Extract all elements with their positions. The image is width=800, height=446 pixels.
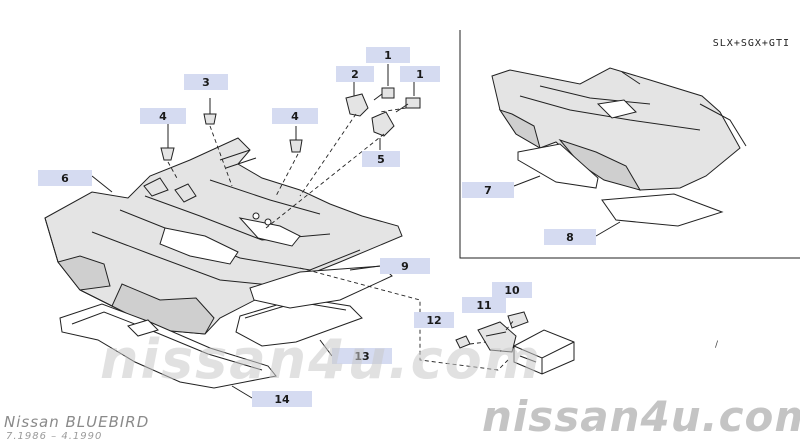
inset-mat-7 <box>517 143 599 189</box>
callout-8[interactable]: 8 <box>544 229 596 245</box>
callout-4-left[interactable]: 4 <box>140 108 186 124</box>
callout-10[interactable]: 10 <box>492 282 532 298</box>
callout-7[interactable]: 7 <box>462 182 514 198</box>
inset-floor-carpet <box>491 67 747 191</box>
callout-1-upper[interactable]: 1 <box>366 47 410 63</box>
callout-2[interactable]: 2 <box>336 66 374 82</box>
callout-4-right[interactable]: 4 <box>272 108 318 124</box>
callout-13[interactable]: 13 <box>332 348 392 364</box>
inset-frame <box>459 30 800 259</box>
bolt-1-lower <box>395 80 421 113</box>
production-dates: 7.1986 – 4.1990 <box>6 431 103 442</box>
callout-6[interactable]: 6 <box>38 170 92 186</box>
callout-12[interactable]: 12 <box>414 312 454 328</box>
small-mark: / <box>715 340 719 350</box>
variant-label: SLX+SGX+GTI <box>712 38 790 49</box>
callout-3[interactable]: 3 <box>184 74 228 90</box>
inset-mat-8 <box>601 193 724 227</box>
floor-mat-9 <box>249 265 393 309</box>
bracket-2 <box>345 82 369 117</box>
bolt-1-upper <box>373 64 395 101</box>
model-name: Nissan BLUEBIRD <box>4 413 150 431</box>
watermark-footer: nissan4u.com <box>482 392 800 441</box>
clip-4-left <box>160 124 175 161</box>
callout-14[interactable]: 14 <box>252 391 312 407</box>
front-floor-mat <box>59 303 277 389</box>
clip-4-right <box>289 126 303 153</box>
callout-9[interactable]: 9 <box>380 258 430 274</box>
callout-11[interactable]: 11 <box>462 297 506 313</box>
front-floor-carpet-main <box>44 137 403 335</box>
clip-10 <box>507 311 529 329</box>
control-unit-box <box>513 329 575 375</box>
bracket-5 <box>371 111 395 150</box>
clip-3 <box>203 98 217 125</box>
watermark-center: nissan4u.com <box>100 328 543 391</box>
callout-5[interactable]: 5 <box>362 151 400 167</box>
callout-1-lower[interactable]: 1 <box>400 66 440 82</box>
